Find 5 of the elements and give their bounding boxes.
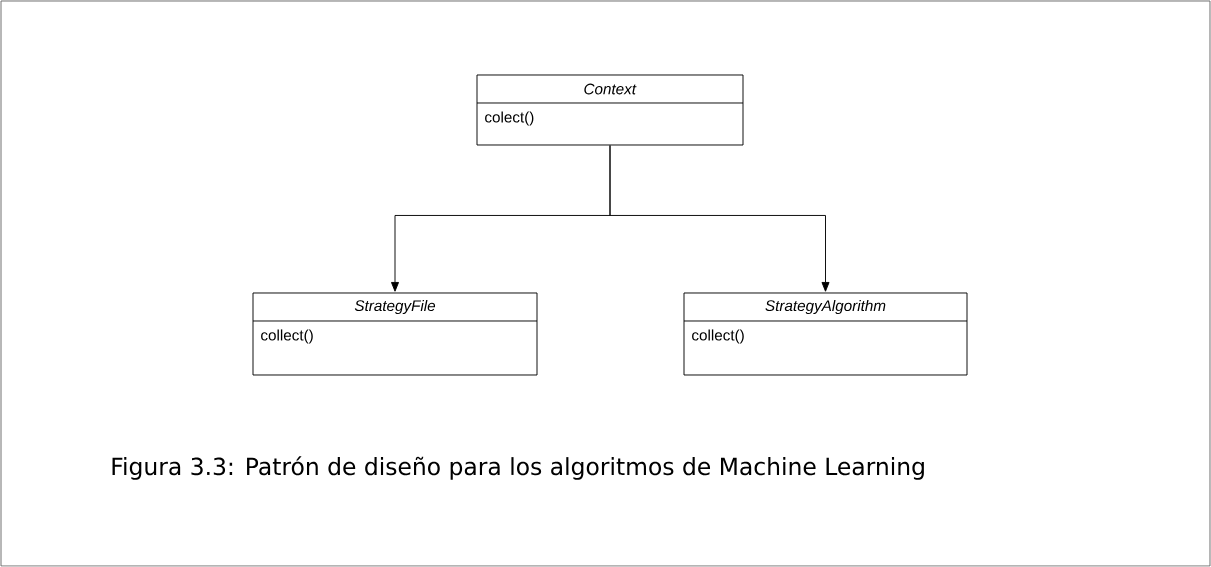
class-box: StrategyAlgorithm collect() — [683, 292, 968, 376]
class-box: StrategyFile collect() — [252, 292, 538, 376]
arrow — [609, 145, 830, 292]
class-box: Context colect() — [476, 74, 744, 146]
caption: Figura 3.3: Patrón de diseño para los algoritmos de Machine Learning — [112, 456, 924, 480]
